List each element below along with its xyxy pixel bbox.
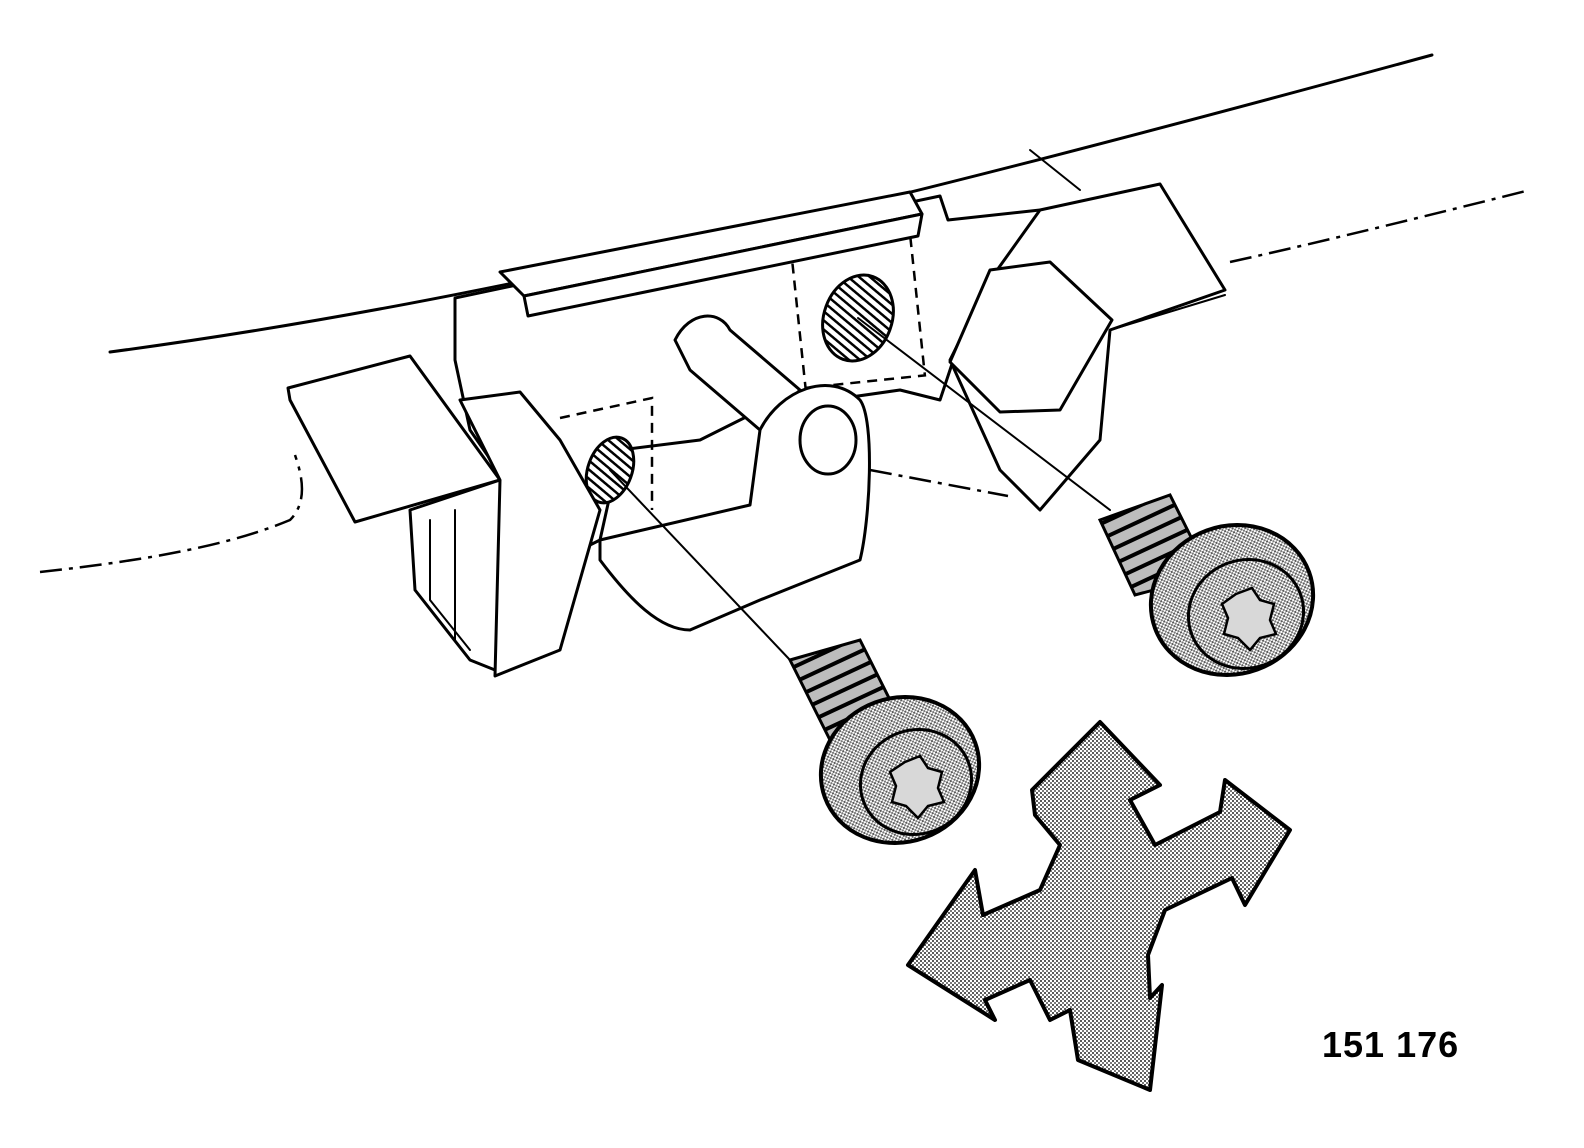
top-rail (498, 190, 924, 318)
center-bracket (598, 314, 871, 632)
right-clip (948, 182, 1227, 512)
torx-screw-front (787, 638, 982, 845)
torx-drive-icon (1220, 586, 1278, 652)
alignment-lines (609, 317, 1111, 661)
four-way-move-arrow-icon (906, 720, 1292, 1092)
torx-screw-right (1097, 493, 1316, 677)
figure-number-label: 151 176 (1322, 1024, 1460, 1065)
torx-drive-icon (888, 754, 946, 820)
left-clip (286, 354, 602, 678)
